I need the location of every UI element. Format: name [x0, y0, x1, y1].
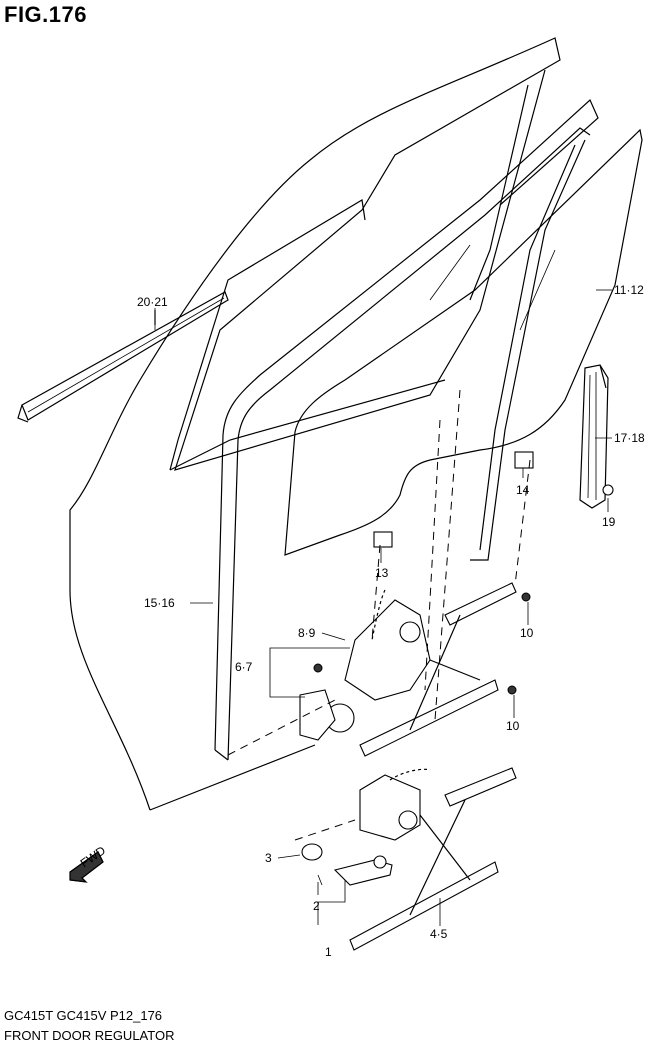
- label-4-5: 4·5: [430, 927, 448, 941]
- run-channel: [579, 364, 609, 509]
- figure-subtitle: FRONT DOOR REGULATOR: [4, 1028, 175, 1043]
- leader-lines: [154, 289, 612, 926]
- regulator-upper: [299, 582, 517, 757]
- label-15-16: 15·16: [144, 596, 175, 610]
- label-19: 19: [602, 515, 616, 529]
- figure-title: FIG.176: [4, 2, 87, 27]
- clip-13: [373, 531, 393, 548]
- label-2: 2: [313, 899, 320, 913]
- dash-lines: [227, 389, 531, 841]
- label-6-7: 6·7: [235, 660, 253, 674]
- label-10-upper: 10: [520, 626, 534, 640]
- door-sash: [214, 98, 599, 761]
- bolt-10a: [521, 592, 531, 602]
- label-1: 1: [325, 945, 332, 959]
- label-20-21: 20·21: [137, 295, 168, 309]
- label-13: 13: [375, 566, 389, 580]
- window-glass: [284, 128, 643, 556]
- regulator-lower: [349, 767, 517, 951]
- bolt-19: [602, 484, 614, 496]
- label-10-lower: 10: [506, 719, 520, 733]
- fwd-arrow-icon: FWD: [69, 843, 108, 883]
- label-11-12: 11·12: [614, 283, 644, 297]
- door-panel: [69, 37, 561, 811]
- label-3: 3: [265, 851, 272, 865]
- bolt-10b: [507, 685, 517, 695]
- label-8-9: 8·9: [298, 626, 316, 640]
- window-handle: [317, 855, 393, 886]
- clip-14: [514, 451, 534, 469]
- washer-3: [301, 843, 323, 861]
- label-17-18: 17·18: [614, 431, 645, 445]
- model-line: GC415T GC415V P12_176: [4, 1008, 163, 1023]
- label-14: 14: [516, 483, 530, 497]
